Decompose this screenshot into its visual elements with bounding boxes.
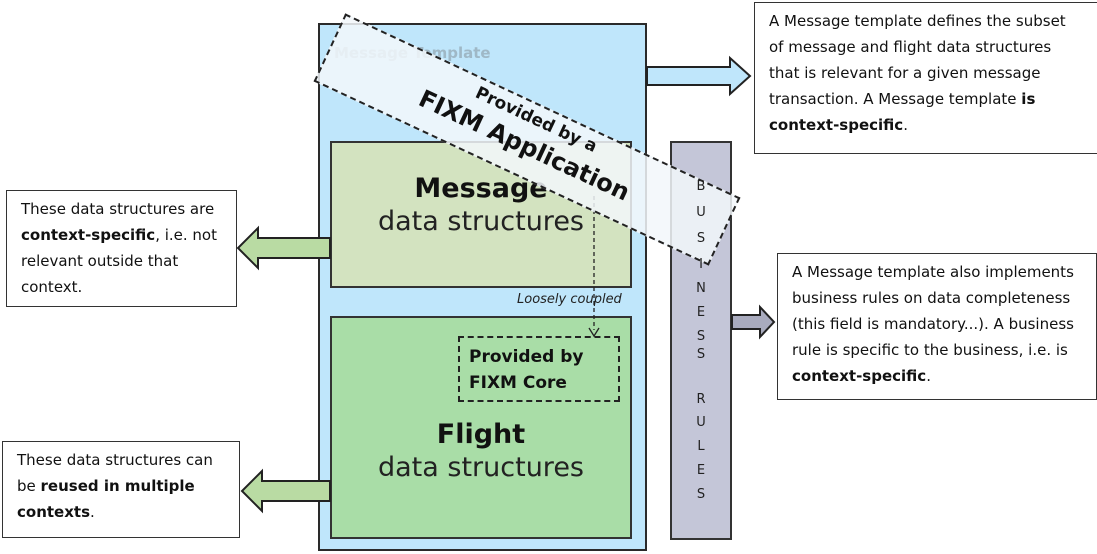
loosely-coupled-arrowhead [588, 327, 600, 338]
template-note-text: A Message template defines the subset of… [769, 12, 1066, 108]
business-rules-letter: S [696, 329, 706, 344]
template-note-arrow [646, 55, 752, 97]
message-note-text: These data structures are [21, 200, 215, 218]
business-rules-letters: B U S I N E S S R U L E S [670, 141, 732, 540]
template-note: A Message template defines the subset of… [754, 2, 1097, 154]
message-box-subtitle: data structures [378, 206, 584, 237]
business-rules-letter: S [696, 231, 706, 246]
message-note-arrow [236, 225, 331, 271]
template-note-bold: is context-specific [769, 90, 1036, 134]
flight-box-subtitle: data structures [378, 452, 584, 483]
template-note-end: . [903, 116, 908, 134]
fixm-core-line1: Provided by [469, 347, 584, 367]
rules-note-arrow [731, 304, 776, 340]
message-note-bold: context-specific [21, 226, 156, 244]
rules-note-text: A Message template also implements busin… [792, 263, 1074, 359]
flight-data-structures-box: Flight data structures [330, 316, 632, 539]
fixm-core-line2: FIXM Core [469, 373, 567, 393]
rules-note: A Message template also implements busin… [777, 253, 1097, 400]
rules-note-end: . [926, 367, 931, 385]
business-rules-letter: S [696, 347, 706, 362]
business-rules-letter: B [696, 179, 706, 194]
business-rules-letter: E [696, 463, 706, 478]
business-rules-letter: U [696, 205, 706, 220]
fixm-core-box: Provided by FIXM Core [458, 336, 620, 402]
business-rules-letter: U [696, 415, 706, 430]
flight-note-end: . [90, 503, 95, 521]
flight-box-title: Flight [436, 419, 526, 450]
message-note-end: , i.e. not relevant outside that context… [21, 226, 217, 296]
message-note: These data structures are context-specif… [6, 190, 237, 307]
business-rules-letter: E [696, 305, 706, 320]
business-rules-letter: N [696, 281, 706, 296]
business-rules-letter: S [696, 487, 706, 502]
business-rules-letter: R [696, 392, 706, 407]
flight-note: These data structures can be reused in m… [2, 441, 240, 538]
flight-note-bold: reused in multiple contexts [17, 477, 195, 521]
business-rules-letter: I [699, 257, 703, 272]
rules-note-bold: context-specific [792, 367, 927, 385]
business-rules-letter: L [697, 439, 705, 454]
flight-note-arrow [240, 468, 331, 514]
loosely-coupled-label: Loosely coupled [517, 292, 622, 307]
flight-note-text: These data structures can be [17, 451, 213, 495]
